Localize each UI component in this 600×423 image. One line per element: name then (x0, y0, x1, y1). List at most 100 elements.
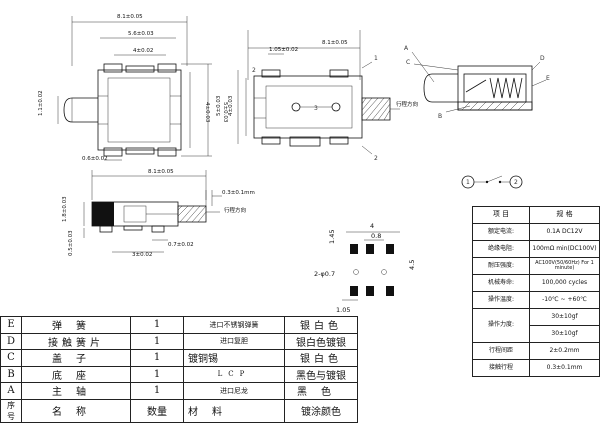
bom-row: C 盖子 1 镀铜锡 银白色 (0, 349, 358, 367)
bom-key: A (0, 382, 22, 400)
circuit-pin-1: 1 (466, 179, 470, 186)
bom-qty: 1 (130, 365, 184, 383)
dim-side-h: 1.8±0.03 (62, 196, 68, 222)
bom-finish: 银白色 (284, 316, 358, 334)
section-label-d: D (540, 55, 545, 62)
dim-top-pad: 0.6±0.02 (82, 156, 108, 162)
bom-material: 镀铜锡 (183, 349, 285, 367)
bom-name: 接触簧片 (21, 332, 131, 350)
dim-pcb-h: 1.45 (328, 230, 336, 244)
dim-pcb-p: 0.8 (371, 232, 381, 240)
spec-item: 机械寿命: (472, 274, 530, 292)
dim-top-h3: 5±0.03 (222, 102, 228, 123)
section-label-a: A (404, 45, 409, 52)
spec-value: -10℃ ~ +60℃ (529, 291, 600, 309)
dim-pcb-hole: 2-φ0.7 (314, 270, 335, 278)
bom-name: 主轴 (21, 382, 131, 400)
technical-drawing: 8.1±0.05 5.6±0.03 4±0.02 1.1±0.02 4±0.03… (38, 14, 550, 314)
section-label-c: C (406, 59, 410, 66)
bom-material: LCP (183, 365, 285, 383)
spec-value: 2±0.2mm (529, 342, 600, 360)
spec-value: AC100V(50/60Hz) For 1 minute) (529, 257, 600, 275)
spec-item: 额定电流: (472, 223, 530, 241)
bom-row: A 主轴 1 进口尼龙 黑色 (0, 382, 358, 400)
spec-row: 操作力度:30±10gf (472, 308, 600, 343)
dim-top-h: 1.1±0.02 (38, 90, 44, 116)
bom-material: 进口复胆 (183, 332, 285, 350)
bom-key: D (0, 332, 22, 350)
bom-header-fin: 镀涂颜色 (284, 398, 358, 423)
spec-item: 绝缘电阻: (472, 240, 530, 258)
dim-mid-offset: 1.05±0.02 (269, 47, 298, 53)
dim-pcb-h2: 4.5 (408, 260, 416, 270)
spec-value: 30±10gf (529, 308, 600, 326)
bom-key: B (0, 365, 22, 383)
spec-row: 机械寿命:100,000 cycles (472, 274, 600, 292)
spec-table: 项 目 规 格 额定电流:0.1A DC12V 绝缘电阻:100mΩ min(D… (472, 206, 600, 377)
bom-key: C (0, 349, 22, 367)
bom-table: E 弹簧 1 进口不锈钢弹簧 银白色 D 接触簧片 1 进口复胆 银白色镀银 C… (0, 316, 358, 423)
spec-header: 项 目 规 格 (472, 206, 600, 224)
bom-qty: 1 (130, 349, 184, 367)
bom-header-mat: 材料 (183, 398, 285, 423)
dim-side-c: 3±0.02 (132, 252, 152, 258)
bom-key: E (0, 316, 22, 334)
dim-top-inner: 5.6±0.03 (128, 31, 154, 37)
bom-material: 进口不锈钢弹簧 (183, 316, 285, 334)
section-label-b: B (438, 113, 442, 120)
dim-side-stroke: 0.3±0.1mm (222, 190, 255, 196)
mid-pin-2-label: 2 (252, 67, 256, 74)
side-stroke-dir: 行程方向 (224, 206, 246, 214)
spec-item: 行程间距 (472, 342, 530, 360)
spec-value: 30±10gf (529, 325, 600, 343)
spec-row: 绝缘电阻:100mΩ min(DC100V) (472, 240, 600, 258)
spec-value: 100,000 cycles (529, 274, 600, 292)
mid-stroke-dir: 行程方向 (396, 100, 418, 108)
circuit-symbol: 1 2 (461, 175, 523, 189)
bom-header-name: 名称 (21, 398, 131, 423)
spec-row: 耐压强度:AC100V(50/60Hz) For 1 minute) (472, 257, 600, 275)
dim-side-b: 0.7±0.02 (168, 242, 194, 248)
bom-qty: 1 (130, 382, 184, 400)
mid-pin-3-label: 3 (314, 105, 318, 112)
bom-qty: 1 (130, 316, 184, 334)
spec-item: 接触行程 (472, 359, 530, 377)
bom-material: 进口尼龙 (183, 382, 285, 400)
dim-mid-width: 8.1±0.05 (322, 40, 348, 46)
spec-item: 操作温度: (472, 291, 530, 309)
bom-header-key: 序号 (0, 398, 22, 423)
dim-mid-h2: 4±0.03 (228, 95, 234, 116)
bom-row: B 底座 1 LCP 黑色与镀银 (0, 365, 358, 383)
spec-row: 额定电流:0.1A DC12V (472, 223, 600, 241)
bom-finish: 黑色 (284, 382, 358, 400)
dim-top-pitch: 4±0.02 (133, 48, 153, 54)
spec-item: 操作力度: (472, 308, 530, 343)
side-view: 8.1±0.05 行程方向 0.3±0.1mm 1.8±0.03 0.5±0.0… (62, 169, 255, 258)
spec-value: 0.1A DC12V (529, 223, 600, 241)
bom-header: 序号 名称 数量 材料 镀涂颜色 (0, 398, 358, 423)
bom-name: 盖子 (21, 349, 131, 367)
spec-header-spec: 规 格 (529, 206, 600, 224)
bom-qty: 1 (130, 332, 184, 350)
mid-pin-2b-label: 2 (374, 155, 378, 162)
bom-finish: 银白色镀银 (284, 332, 358, 350)
dim-side-a: 0.5±0.03 (68, 230, 74, 256)
dim-pcb-b: 1.05 (336, 306, 350, 314)
middle-view: 8.1±0.05 1.05±0.02 2 3 1 2 行程方向 5±0.03 (216, 30, 418, 162)
spec-item: 耐压强度: (472, 257, 530, 275)
pcb-layout: 4 0.8 1.45 4.5 2-φ0.7 1.05 (314, 222, 416, 314)
spec-header-item: 项 目 (472, 206, 530, 224)
dim-top-width: 8.1±0.05 (117, 14, 143, 20)
spec-value: 0.3±0.1mm (529, 359, 600, 377)
circuit-pin-2: 2 (514, 179, 518, 186)
bom-name: 底座 (21, 365, 131, 383)
dim-pcb-w: 4 (370, 222, 374, 230)
bom-row: D 接触簧片 1 进口复胆 银白色镀银 (0, 332, 358, 350)
spec-row: 操作温度:-10℃ ~ +60℃ (472, 291, 600, 309)
bom-finish: 银白色 (284, 349, 358, 367)
section-view: A C D E B (404, 45, 550, 120)
dim-mid-h: 5±0.03 (216, 95, 222, 116)
section-label-e: E (546, 75, 550, 82)
